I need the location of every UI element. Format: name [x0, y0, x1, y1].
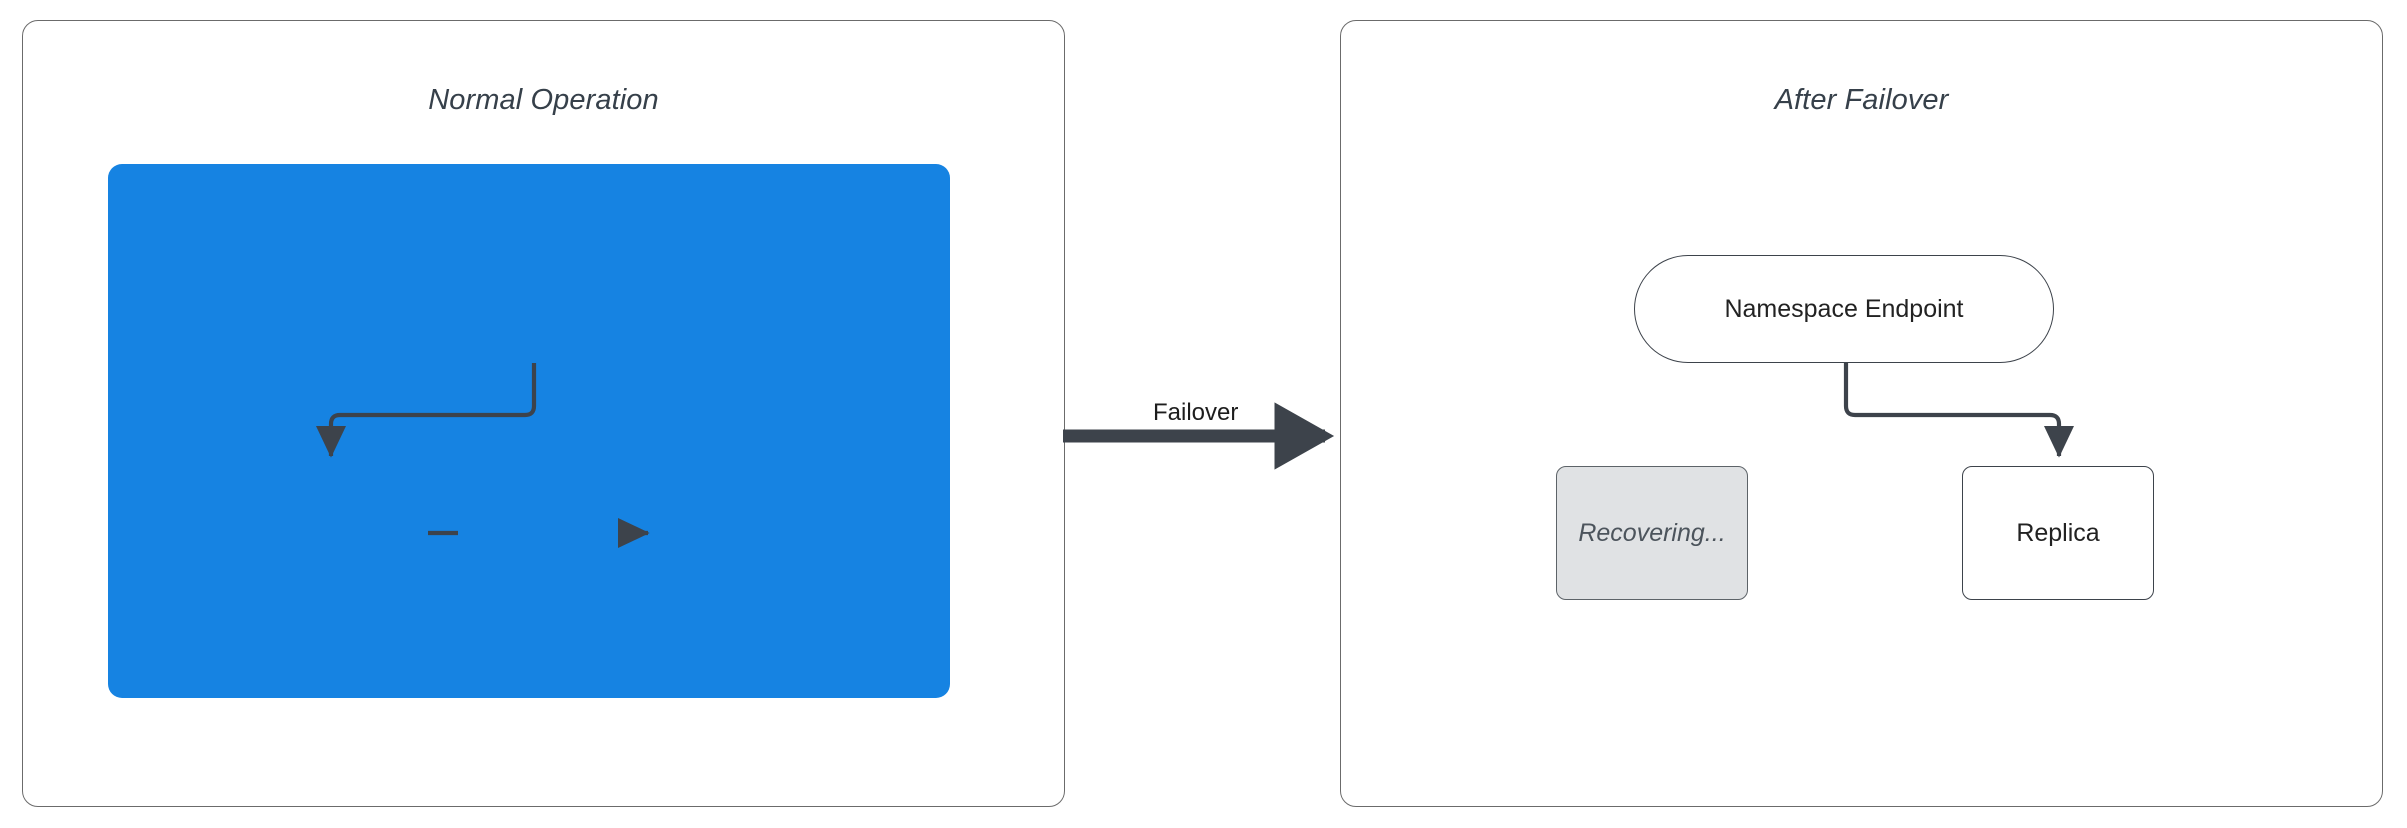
node-recovering[interactable]: Recovering...: [1556, 466, 1748, 600]
node-replica-right[interactable]: Replica: [1962, 466, 2154, 600]
panel-after-failover: After Failover: [1340, 20, 2383, 807]
node-namespace-endpoint-right[interactable]: Namespace Endpoint: [1634, 255, 2054, 363]
transition-label-failover: Failover: [1153, 399, 1239, 426]
region-after-failover: [108, 164, 930, 698]
panel-title-normal-operation: Normal Operation: [428, 84, 659, 116]
panel-title-after-failover: After Failover: [1774, 84, 1949, 116]
